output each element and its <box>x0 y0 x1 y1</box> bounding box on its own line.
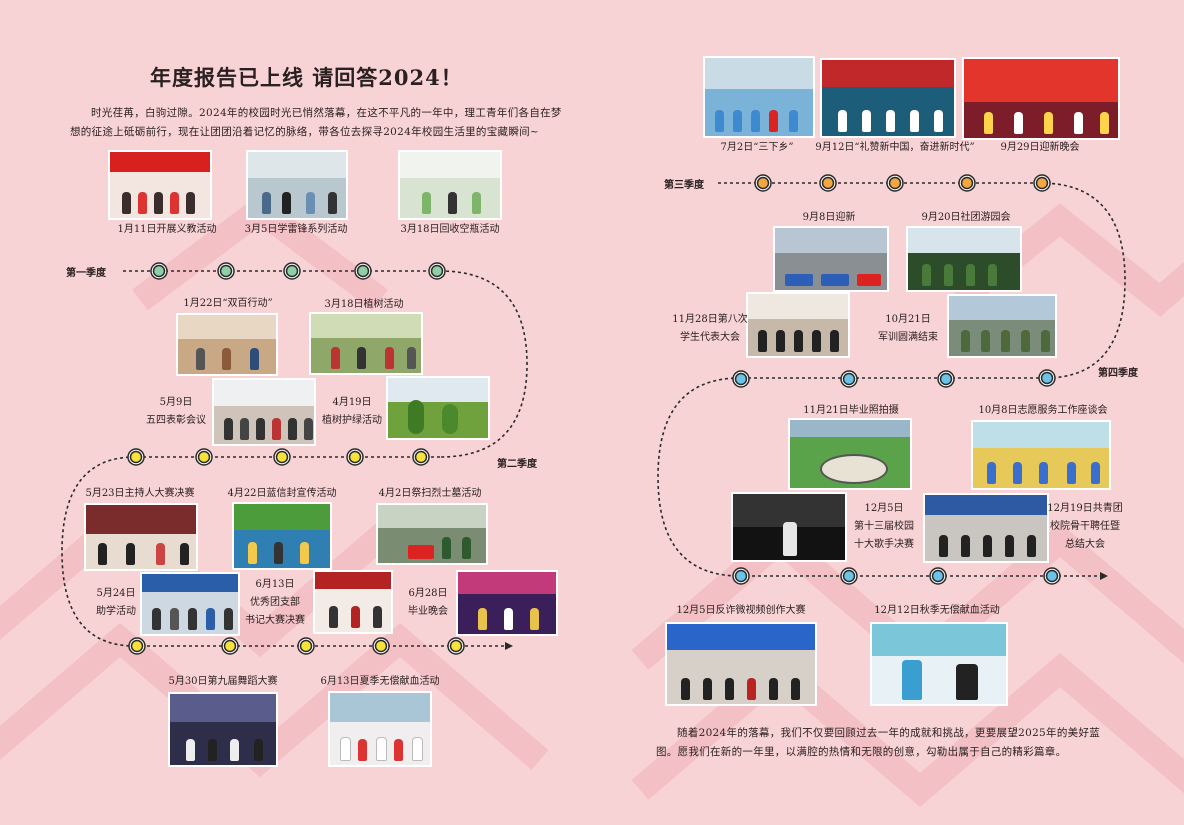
event-label: 5月9日 五四表彰会议 <box>136 394 216 430</box>
event-label: 5月30日第九届舞蹈大赛 <box>168 676 278 687</box>
event-label-line: 优秀团支部 <box>250 597 300 608</box>
timeline-end-arrow <box>1100 572 1108 580</box>
event-photo <box>313 570 393 634</box>
event-label-line: 军训圆满结束 <box>878 332 938 343</box>
event-photo <box>232 502 332 570</box>
event-photo <box>971 420 1111 490</box>
event-label-line: 6月13日 <box>255 579 295 590</box>
event-label-line: 11月28日第八次 <box>672 314 748 325</box>
event-label-line: 书记大赛决赛 <box>245 615 305 626</box>
event-label: 3月18日植树活动 <box>324 299 404 310</box>
event-label-line: 10月21日 <box>885 314 931 325</box>
event-label-line: 十大歌手决赛 <box>854 539 914 550</box>
event-photo <box>246 150 348 220</box>
intro-paragraph: 时光荏苒，白驹过隙。2024年的校园时光已悄然落幕，在这不平凡的一年中，理工青年… <box>70 107 562 138</box>
event-label-line: 助学活动 <box>96 606 136 617</box>
event-label: 7月2日“三下乡” <box>720 142 794 153</box>
event-label: 3月18日回收空瓶活动 <box>400 224 500 235</box>
event-label: 4月2日祭扫烈士墓活动 <box>378 488 482 499</box>
season-label-q2: 第二季度 <box>497 459 537 470</box>
event-label: 12月12日秋季无偿献血活动 <box>874 605 1000 616</box>
event-label: 5月23日主持人大赛决赛 <box>85 488 195 499</box>
event-photo <box>962 57 1120 140</box>
event-label: 9月12日“礼赞新中国，奋进新时代” <box>815 142 975 153</box>
event-photo <box>386 376 490 440</box>
event-label-line: 校院骨干聘任暨 <box>1050 521 1120 532</box>
event-label: 6月13日 优秀团支部 书记大赛决赛 <box>235 576 315 630</box>
event-photo <box>870 622 1008 706</box>
event-label-line: 第十三届校园 <box>854 521 914 532</box>
event-photo <box>773 226 889 292</box>
event-label-line: 植树护绿活动 <box>322 415 382 426</box>
event-label-line: 4月19日 <box>332 397 372 408</box>
timeline-end-arrow <box>505 642 513 650</box>
event-label: 6月28日 毕业晚会 <box>393 585 463 621</box>
event-photo <box>108 150 212 220</box>
event-photo <box>906 226 1022 292</box>
event-photo <box>731 492 847 562</box>
event-photo <box>398 150 502 220</box>
event-label-line: 总结大会 <box>1065 539 1105 550</box>
event-label: 9月20日社团游园会 <box>921 212 1011 223</box>
outro-paragraph: 随着2024年的落幕，我们不仅要回顾过去一年的成就和挑战，更要展望2025年的美… <box>656 727 1101 758</box>
event-label: 4月22日蓝信封宣传活动 <box>227 488 337 499</box>
event-photo <box>746 292 850 358</box>
event-photo <box>456 570 558 636</box>
event-photo <box>788 418 912 490</box>
event-photo <box>140 572 240 636</box>
event-photo <box>665 622 817 706</box>
event-label: 12月19日共青团 校院骨干聘任暨 总结大会 <box>1043 500 1127 554</box>
event-label-line: 6月28日 <box>408 588 448 599</box>
event-label-line: 12月5日 <box>864 503 904 514</box>
event-label: 9月8日迎新 <box>802 212 856 223</box>
event-label-line: 5月24日 <box>96 588 136 599</box>
season-label-q4: 第四季度 <box>1098 368 1138 379</box>
event-label: 11月21日毕业照拍摄 <box>803 405 899 416</box>
event-photo <box>309 312 423 375</box>
event-label: 10月8日志愿服务工作座谈会 <box>978 405 1108 416</box>
event-label: 1月11日开展义教活动 <box>117 224 217 235</box>
event-photo <box>176 313 278 376</box>
event-label-line: 5月9日 <box>159 397 193 408</box>
season-label-q1: 第一季度 <box>66 268 106 279</box>
event-photo <box>923 493 1049 563</box>
event-label: 3月5日学雷锋系列活动 <box>244 224 348 235</box>
event-photo <box>168 692 278 767</box>
event-label-line: 12月19日共青团 <box>1047 503 1123 514</box>
event-photo <box>820 58 956 138</box>
event-label-line: 学生代表大会 <box>680 332 740 343</box>
event-photo <box>328 691 432 767</box>
event-label-line: 五四表彰会议 <box>146 415 206 426</box>
event-photo <box>84 503 198 571</box>
event-label: 10月21日 军训圆满结束 <box>868 311 948 347</box>
page-title: 年度报告已上线 请回答2024！ <box>150 65 463 90</box>
event-photo <box>376 503 488 565</box>
event-photo <box>212 378 316 446</box>
event-label: 9月29日迎新晚会 <box>1000 142 1080 153</box>
event-label: 4月19日 植树护绿活动 <box>312 394 392 430</box>
event-label: 12月5日反诈微视频创作大赛 <box>676 605 806 616</box>
event-label: 12月5日 第十三届校园 十大歌手决赛 <box>844 500 924 554</box>
event-photo <box>947 294 1057 358</box>
season-label-q3: 第三季度 <box>664 180 704 191</box>
event-label: 6月13日夏季无偿献血活动 <box>320 676 440 687</box>
event-photo <box>703 56 815 138</box>
event-label-line: 毕业晚会 <box>408 606 448 617</box>
event-label: 11月28日第八次 学生代表大会 <box>665 311 755 347</box>
event-label: 1月22日“双百行动” <box>183 298 273 309</box>
event-label: 5月24日 助学活动 <box>81 585 151 621</box>
